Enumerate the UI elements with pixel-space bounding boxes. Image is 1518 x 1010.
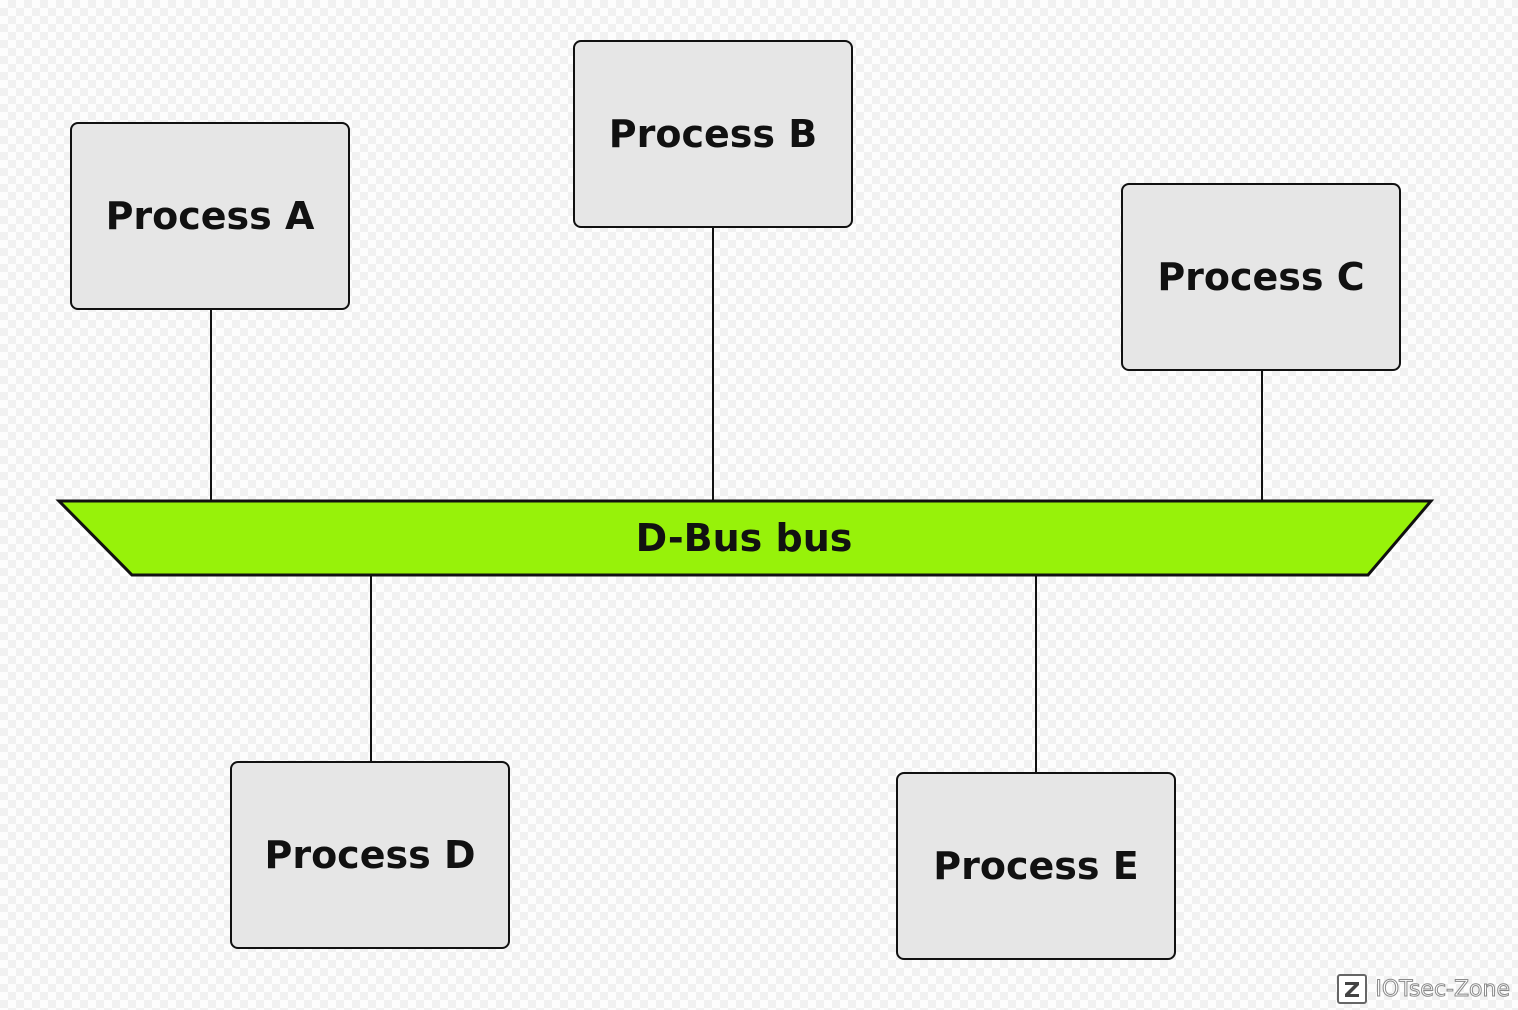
process-b-label: Process B (608, 112, 818, 156)
dbus-bus-shape (55, 499, 1435, 577)
dbus-bus-label: D-Bus bus (636, 516, 853, 560)
process-c-box: Process C (1121, 183, 1401, 371)
process-d-label: Process D (264, 833, 476, 877)
process-d-box: Process D (230, 761, 510, 949)
watermark: IOTsec-Zone (1337, 974, 1510, 1004)
process-c-label: Process C (1157, 255, 1365, 299)
watermark-text: IOTsec-Zone (1375, 976, 1511, 1002)
z-logo-icon (1337, 974, 1368, 1004)
process-a-label: Process A (105, 194, 315, 238)
process-b-box: Process B (573, 40, 853, 228)
process-e-box: Process E (896, 772, 1176, 960)
process-a-box: Process A (70, 122, 350, 310)
process-e-label: Process E (933, 844, 1139, 888)
